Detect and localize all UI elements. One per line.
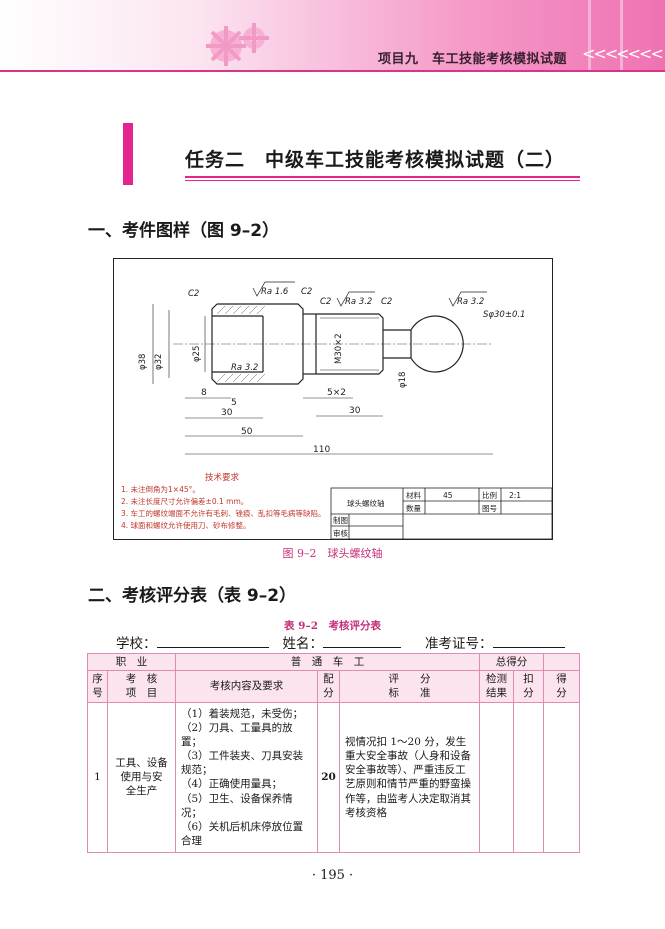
table-row: 1 工具、设备 使用与安 全生产 （1）着装规范，未受伤； （2）刀具、工量具的… xyxy=(87,701,581,854)
col-header-item: 考 核 项 目 xyxy=(107,670,176,703)
material-value: 45 xyxy=(443,491,453,500)
section-hatch xyxy=(216,305,266,383)
scale-value: 2:1 xyxy=(509,491,521,500)
roughness-label: Ra 1.6 xyxy=(261,287,289,297)
chamfer-label: C2 xyxy=(301,287,312,297)
job-value: 普 通 车 工 xyxy=(174,652,481,672)
header-rule xyxy=(0,70,665,72)
task-accent-bar xyxy=(123,123,133,185)
header-arrows-icon: <<<<<<< xyxy=(582,44,664,63)
table-caption: 表 9–2 考核评分表 xyxy=(283,620,382,632)
name-label: 姓名： xyxy=(282,636,324,652)
row-deduct[interactable] xyxy=(513,701,545,854)
row-content: （1）着装规范，未受伤； （2）刀具、工量具的放置； （3）工件装夹、刀具安装规… xyxy=(175,701,318,854)
col-header-result: 检测 结果 xyxy=(479,670,515,703)
tech-req-item: 3. 车工的螺纹端面不允许有毛刺、锉痕、乱扣等毛病等缺陷。 xyxy=(121,508,326,518)
fill-in-fields: 学校： 姓名： 准考证号： xyxy=(116,632,565,652)
length-dimension: 5 xyxy=(231,398,237,408)
shaft-outline xyxy=(211,303,464,385)
school-label: 学校： xyxy=(116,636,157,652)
col-header-criteria: 评 分 标 准 xyxy=(338,670,481,703)
sphere-dimension: Sφ30±0.1 xyxy=(483,310,525,320)
gear-icon xyxy=(206,23,269,66)
chamfer-label: C2 xyxy=(320,297,331,307)
header-divider xyxy=(588,0,591,72)
table-row: 职 业 普 通 车 工 总得分 xyxy=(87,652,581,672)
roughness-symbol-icon xyxy=(252,281,487,307)
col-header-deduct: 扣 分 xyxy=(513,670,545,703)
diameter-label: φ25 xyxy=(192,346,202,362)
ticket-blank[interactable] xyxy=(492,633,565,648)
row-criteria: 视情况扣 1～20 分，发生重大安全事故（人身和设备安全事故等）、严重违反工艺原… xyxy=(338,701,481,854)
col-header-content: 考核内容及要求 xyxy=(175,670,318,703)
tech-req-title: 技术要求 xyxy=(205,472,240,483)
task-underline xyxy=(185,180,580,181)
length-dimension: 110 xyxy=(313,445,330,455)
total-score-value[interactable] xyxy=(543,652,581,672)
roughness-label: Ra 3.2 xyxy=(457,297,484,307)
col-header-seq: 序 号 xyxy=(87,670,108,703)
ticket-label: 准考证号： xyxy=(425,636,493,652)
section-title-score-table: 二、考核评分表（表 9–2） xyxy=(88,586,297,606)
scale-label: 比例 xyxy=(482,490,497,500)
checked-by-label: 审核 xyxy=(333,528,348,538)
diameter-label: φ18 xyxy=(398,372,408,388)
chamfer-label: C2 xyxy=(188,289,199,299)
task-title: 任务二 中级车工技能考核模拟试题（二） xyxy=(185,149,566,171)
job-label: 职 业 xyxy=(87,652,176,672)
length-dimension: 8 xyxy=(201,388,207,398)
table-header-row: 序 号 考 核 项 目 考核内容及要求 配 分 评 分 标 准 检测 结果 扣 … xyxy=(87,670,581,703)
dimension-lines xyxy=(152,304,206,384)
row-score[interactable] xyxy=(543,701,581,854)
page-header-band xyxy=(0,0,665,70)
tech-req-item: 2. 未注长度尺寸允许偏差±0.1 mm。 xyxy=(121,496,248,506)
page-number: · 195 · xyxy=(311,868,354,883)
tech-req-item: 1. 未注倒角为1×45°。 xyxy=(121,484,200,494)
school-blank[interactable] xyxy=(156,633,269,648)
chamfer-label: C2 xyxy=(381,297,392,307)
row-points: 20 xyxy=(317,701,340,854)
figure-caption: 图 9–2 球头螺纹轴 xyxy=(282,547,383,560)
col-header-score: 得 分 xyxy=(543,670,581,703)
header-title: 项目九 车工技能考核模拟试题 xyxy=(378,52,568,67)
thread-label: M30×2 xyxy=(334,333,344,364)
dimension-lines xyxy=(185,397,493,455)
tech-req-item: 4. 球面和螺纹允许使用刀、砂布修整。 xyxy=(121,520,251,530)
score-table: 职 业 普 通 车 工 总得分 序 号 考 核 项 目 考核内容及要求 配 分 … xyxy=(87,652,581,854)
length-dimension: 5×2 xyxy=(327,388,346,398)
drawing-number-label: 图号 xyxy=(482,504,497,513)
quantity-label: 数量 xyxy=(406,503,421,513)
task-underline xyxy=(185,176,580,178)
header-divider xyxy=(620,0,623,72)
row-seq: 1 xyxy=(87,701,108,854)
name-blank[interactable] xyxy=(323,633,401,648)
length-dimension: 50 xyxy=(241,427,253,437)
drawn-by-label: 制图 xyxy=(333,515,348,525)
diameter-label: φ38 xyxy=(138,354,148,370)
section-title-drawing: 一、考件图样（图 9–2） xyxy=(88,221,280,241)
col-header-points: 配 分 xyxy=(317,670,340,703)
material-label: 材料 xyxy=(406,490,421,500)
part-drawing: C2 Ra 1.6 C2 C2 Ra 3.2 C2 Ra 3.2 Sφ30±0.… xyxy=(113,258,553,540)
title-block xyxy=(330,487,553,540)
diameter-label: φ32 xyxy=(154,354,164,370)
total-score-label: 总得分 xyxy=(479,652,545,672)
roughness-label: Ra 3.2 xyxy=(231,363,258,373)
roughness-label: Ra 3.2 xyxy=(345,297,372,307)
length-dimension: 30 xyxy=(349,406,361,416)
length-dimension: 30 xyxy=(221,408,233,418)
row-item: 工具、设备 使用与安 全生产 xyxy=(107,701,176,854)
part-name: 球头螺纹轴 xyxy=(347,498,385,508)
row-result[interactable] xyxy=(479,701,515,854)
